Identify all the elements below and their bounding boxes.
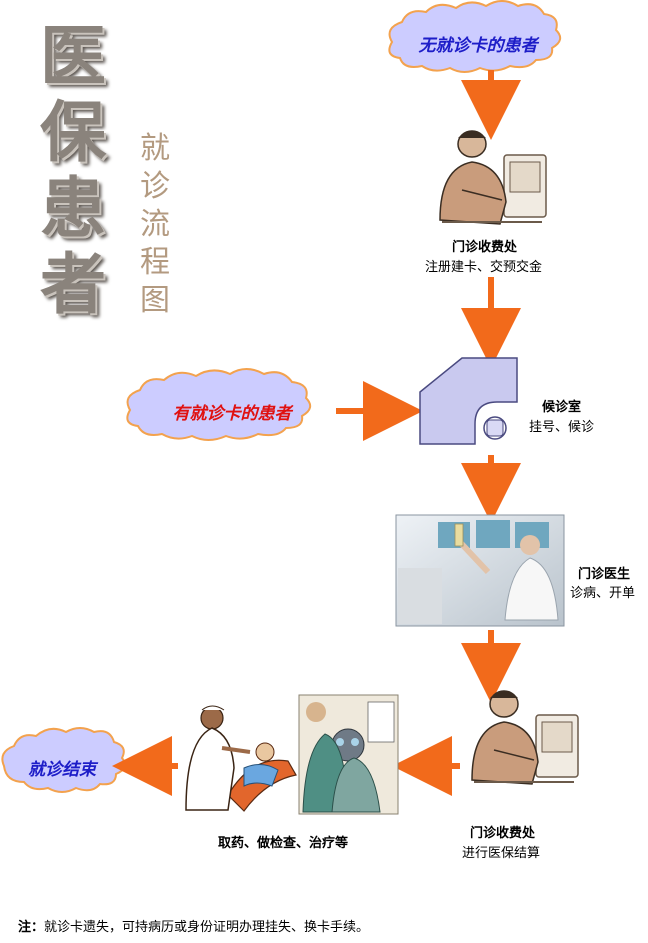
doctor-photo: [395, 514, 565, 627]
cashier-clerk-icon-2: [471, 690, 579, 785]
main-title-char: 保: [40, 93, 106, 171]
sub-title-char: 图: [140, 283, 170, 318]
treatment-title: 取药、做检查、治疗等: [218, 836, 349, 851]
footnote-text: 就诊卡遗失，可持病历或身份证明办理挂失、换卡手续。: [44, 920, 370, 935]
waiting-room-icon: [419, 357, 518, 445]
cloud-has-card-shape: [126, 368, 312, 441]
cloud-end-label: 就诊结束: [28, 760, 96, 780]
sub-title-char: 程: [140, 245, 170, 280]
cloud-no-card-shape: [388, 0, 562, 73]
main-title-char: 医: [40, 17, 106, 95]
sub-title-char: 就: [140, 131, 170, 166]
cashier2-desc: 进行医保结算: [462, 846, 541, 861]
cashier2-title: 门诊收费处: [470, 826, 536, 841]
dentist-icon: [185, 705, 297, 812]
sub-title-char: 诊: [140, 169, 170, 204]
doctor-desc: 诊病、开单: [570, 586, 636, 601]
footnote: 注：就诊卡遗失，可持病历或身份证明办理挂失、换卡手续。: [18, 916, 369, 935]
main-title: 医 保 患 者: [40, 18, 130, 322]
waiting-title: 候诊室: [542, 400, 582, 415]
cashier1-desc: 注册建卡、交预交金: [425, 260, 543, 275]
main-title-char: 患: [40, 169, 106, 247]
cashier-clerk-icon-1: [439, 130, 547, 225]
cloud-has-card-label: 有就诊卡的患者: [172, 404, 292, 424]
eye-exam-photo: [298, 694, 399, 815]
waiting-desc: 挂号、候诊: [529, 420, 595, 435]
cashier1-title: 门诊收费处: [452, 240, 518, 255]
doctor-title: 门诊医生: [578, 567, 631, 582]
main-title-char: 者: [40, 245, 106, 323]
footnote-prefix: 注：: [18, 920, 45, 935]
cloud-no-card-label: 无就诊卡的患者: [418, 36, 538, 56]
sub-title-char: 流: [140, 207, 170, 242]
sub-title: 就 诊 流 程 图: [140, 130, 180, 320]
